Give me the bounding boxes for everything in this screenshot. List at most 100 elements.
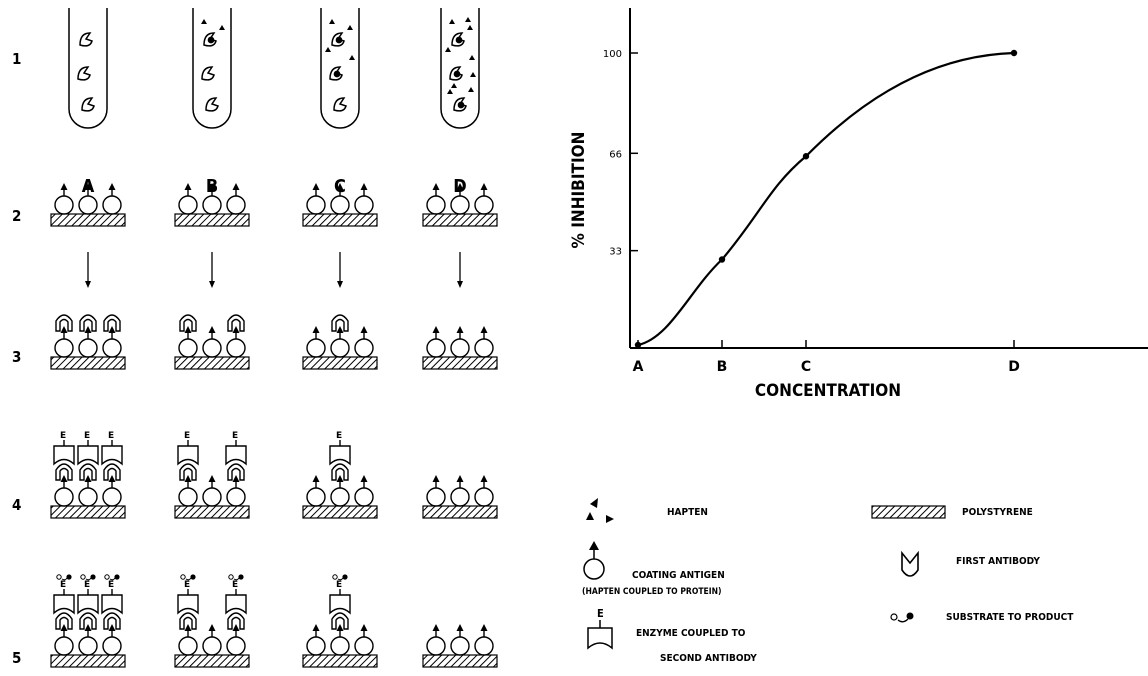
legend-first-antibody-label: FIRST ANTIBODY [956, 556, 1040, 567]
hapten-icon [465, 17, 471, 22]
coating-antigen [78, 475, 98, 507]
coating-antigen [426, 475, 446, 507]
legend-enzyme-label-line1: ENZYME COUPLED TO [636, 628, 746, 639]
polystyrene-plate [302, 213, 378, 227]
polystyrene-plate [422, 213, 498, 227]
product-icon [190, 574, 196, 580]
polystyrene-plate [422, 356, 498, 370]
second-antibody: E [77, 431, 99, 466]
second-antibody-icon [587, 627, 613, 650]
coating-antigen [54, 475, 74, 507]
antibody-icon [331, 32, 345, 47]
product-icon [238, 574, 244, 580]
coating-antigen [426, 183, 446, 215]
polystyrene-plate [50, 654, 126, 668]
second-antibody: E [225, 431, 247, 466]
coating-antigen [78, 624, 98, 656]
product-icon [66, 574, 72, 580]
first-antibody [79, 314, 97, 332]
second-antibody: E [225, 580, 247, 615]
hapten-icon [449, 19, 455, 24]
first-antibody [227, 612, 245, 630]
x-tick-label: C [801, 359, 811, 375]
arrow-head-icon [85, 281, 91, 288]
legend-enzyme-label-line2: SECOND ANTIBODY [660, 653, 757, 664]
antibody-icon [329, 66, 343, 81]
antibody-icon [205, 97, 219, 112]
polystyrene-plate [422, 654, 498, 668]
hapten-icon [590, 498, 598, 508]
first-antibody-icon [901, 550, 919, 577]
antibody-icon [77, 66, 91, 81]
substrate-icon [180, 574, 186, 580]
second-antibody: E [329, 431, 351, 466]
coating-antigen [102, 624, 122, 656]
hapten-icon [333, 70, 341, 78]
hapten-icon [201, 19, 207, 24]
x-tick-label: B [717, 359, 728, 375]
coating-antigen [330, 475, 350, 507]
product-icon [114, 574, 120, 580]
substrate-icon [104, 574, 110, 580]
coating-antigen-arrow-icon [589, 541, 599, 550]
enzyme-icon: E [336, 580, 342, 590]
antibody-icon [203, 32, 217, 47]
first-antibody [179, 612, 197, 630]
test-tubes [68, 8, 480, 129]
y-tick-label: 33 [609, 247, 622, 258]
first-antibody [79, 612, 97, 630]
coating-antigen [102, 326, 122, 358]
hapten-icon [455, 36, 463, 44]
polystyrene-plate [302, 505, 378, 519]
product-icon [342, 574, 348, 580]
first-antibody [103, 612, 121, 630]
enzyme-icon: E [108, 580, 114, 590]
polystyrene-plate [50, 213, 126, 227]
arrow-head-icon [337, 281, 343, 288]
antibody-icon [449, 66, 463, 81]
coating-antigen [78, 326, 98, 358]
coating-antigen [474, 183, 494, 215]
hapten-icon [469, 55, 475, 60]
hapten-icon [447, 89, 453, 94]
coating-antigen [54, 326, 74, 358]
coating-antigen [178, 183, 198, 215]
hapten-icon [335, 36, 343, 44]
coating-antigen [178, 475, 198, 507]
first-antibody [179, 314, 197, 332]
coating-antigen [330, 326, 350, 358]
coating-antigen [450, 183, 470, 215]
hapten-icon [329, 19, 335, 24]
coating-antigen [226, 624, 246, 656]
coating-antigen [54, 624, 74, 656]
first-antibody [227, 314, 245, 332]
substrate-icon [332, 574, 338, 580]
second-antibody: E [53, 580, 75, 615]
enzyme-icon: E [232, 431, 238, 441]
legend-coating-antigen-label: COATING ANTIGEN [632, 570, 725, 581]
polystyrene-plate [422, 505, 498, 519]
hapten-icon [347, 25, 353, 30]
polystyrene-plate [302, 356, 378, 370]
enzyme-icon: E [184, 431, 190, 441]
coating-antigen [450, 475, 470, 507]
second-antibody: E [77, 580, 99, 615]
antibody-icon [81, 97, 95, 112]
legend-coating-antigen: COATING ANTIGEN (HAPTEN COUPLED TO PROTE… [582, 541, 725, 597]
coating-antigen [306, 183, 326, 215]
hapten-icon [467, 25, 473, 30]
data-point [1010, 49, 1018, 57]
coating-antigen [202, 183, 222, 215]
step-number-5: 5 [12, 649, 21, 667]
antibody-icon [451, 32, 465, 47]
coating-antigen [202, 326, 222, 358]
coating-antigen [354, 624, 374, 656]
antibody-icon [333, 97, 347, 112]
y-axis-label: % INHIBITION [569, 132, 589, 249]
legend-coating-antigen-sublabel: (HAPTEN COUPLED TO PROTEIN) [582, 587, 722, 597]
antibody-icon [201, 66, 215, 81]
substrate-icon [228, 574, 234, 580]
arrow-head-icon [457, 281, 463, 288]
test-tube [440, 8, 480, 129]
